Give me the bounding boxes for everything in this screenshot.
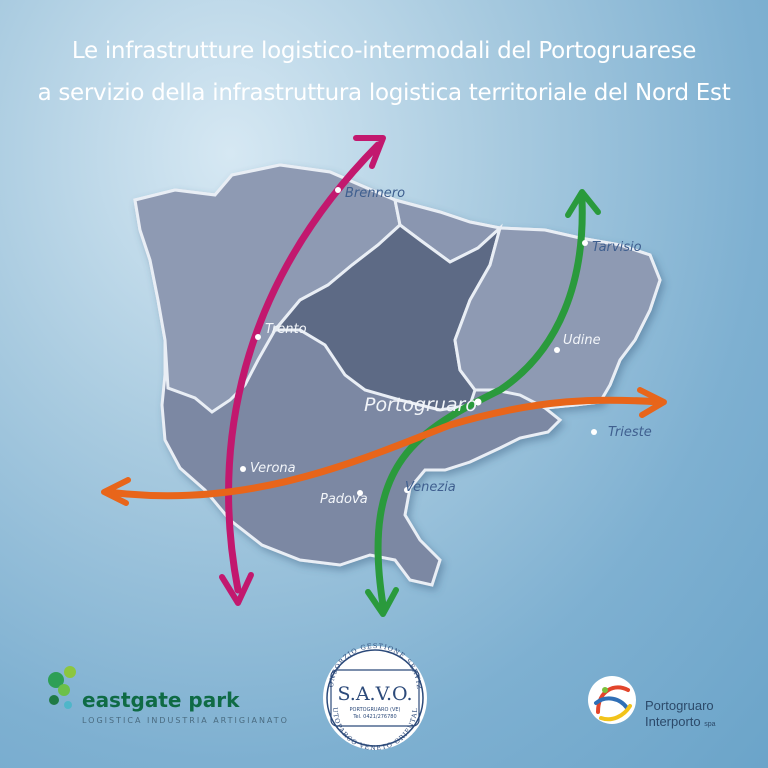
interporto-line-1: Portogruaro — [645, 698, 714, 713]
city-markers — [240, 187, 597, 496]
marker-verona — [240, 466, 246, 472]
city-padova: Padova — [320, 492, 368, 507]
city-trieste: Trieste — [608, 425, 652, 440]
savo-address: PORTOGRUARO (VE) — [350, 707, 401, 713]
marker-portogruaro — [474, 398, 482, 406]
city-brennero: Brennero — [345, 186, 406, 201]
interporto-logo-mark — [588, 676, 636, 724]
marker-trieste — [591, 429, 597, 435]
marker-brennero — [335, 187, 341, 193]
title-line-1: Le infrastrutture logistico-intermodali … — [71, 38, 697, 64]
arrow-verona-trieste — [101, 387, 667, 506]
savo-name: S.A.V.O. — [337, 683, 412, 705]
marker-udine — [554, 347, 560, 353]
city-tarvisio: Tarvisio — [592, 240, 642, 255]
interporto-logo-text: Portogruaro Interporto spa — [645, 698, 716, 733]
marker-padova — [357, 490, 363, 496]
marker-tarvisio — [582, 240, 588, 246]
city-trento: Trento — [265, 322, 307, 337]
marker-venezia — [404, 487, 410, 493]
title-line-2: a servizio della infrastruttura logistic… — [37, 80, 731, 106]
region-veneto — [271, 223, 503, 412]
interporto-line-2: Interporto — [645, 714, 701, 729]
eastgate-logo-mark — [48, 666, 76, 709]
city-verona: Verona — [250, 461, 296, 476]
city-udine: Udine — [563, 333, 601, 348]
eastgate-logo-name: eastgate park — [82, 688, 240, 712]
arrow-brennero-verona — [219, 135, 386, 606]
marker-trento — [255, 334, 261, 340]
city-portogruaro: Portogruaro — [364, 394, 477, 416]
interporto-suffix: spa — [704, 721, 716, 728]
city-venezia: Venezia — [405, 480, 456, 495]
eastgate-logo-tagline: LOGISTICA INDUSTRIA ARTIGIANATO — [82, 716, 289, 725]
savo-phone: Tel. 0421/276780 — [352, 714, 396, 720]
arrow-tarvisio-venezia — [365, 189, 601, 617]
